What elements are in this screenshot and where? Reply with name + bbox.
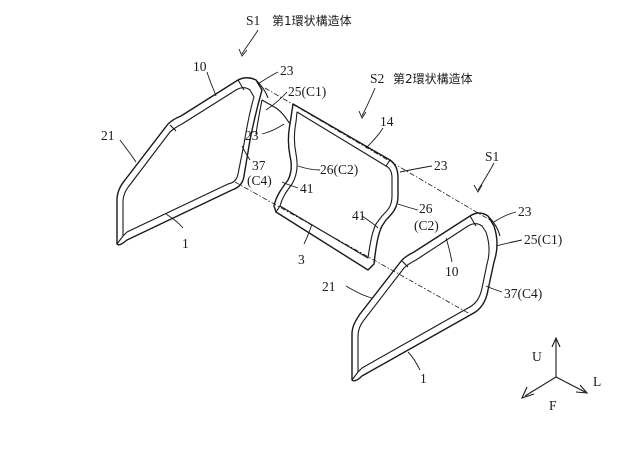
- label-c2-right: (C2): [414, 218, 439, 233]
- right-ring-inner: [357, 223, 490, 373]
- middle-ring-corner-cap: [385, 159, 391, 167]
- leader-23c: [399, 165, 433, 173]
- label-37-left: 37: [252, 158, 266, 173]
- middle-ring-left-corner: [255, 99, 291, 135]
- leader-14: [365, 127, 384, 149]
- left-ring-joint: [169, 124, 177, 132]
- leader-s1-right: [477, 162, 495, 191]
- label-23-right: 23: [518, 204, 532, 219]
- label-10-left: 10: [193, 59, 207, 74]
- leader-21a: [119, 139, 137, 163]
- right-ring-outer: [351, 212, 498, 382]
- leader-lines: [119, 71, 523, 371]
- leader-41a: [281, 181, 299, 189]
- leader-26b: [397, 203, 419, 211]
- label-21-left: 21: [101, 128, 115, 143]
- label-23-middle-left: 23: [245, 128, 259, 143]
- left-ring-structure: [116, 77, 269, 246]
- arrowhead-s2: [358, 110, 367, 119]
- label-23-middle-right: 23: [434, 158, 448, 173]
- label-41-right: 41: [352, 208, 366, 223]
- left-ring-top-cap: [237, 79, 245, 91]
- middle-ring-left-cap: [275, 205, 281, 213]
- label-21-right: 21: [322, 279, 336, 294]
- leader-10b: [445, 237, 453, 263]
- arrowhead-s1-right: [473, 184, 483, 193]
- leader-26a: [297, 165, 321, 171]
- left-ring-bottom-cap: [116, 235, 124, 245]
- middle-ring-structure: [255, 99, 399, 271]
- right-ring-joint: [401, 260, 409, 268]
- leader-25b: [495, 239, 523, 247]
- label-25-c1-left: 25(C1): [288, 84, 326, 99]
- caption-s2-name: 第2環状構造体: [393, 72, 473, 86]
- axis-left-label: L: [593, 374, 601, 389]
- caption-s2-code: S2: [370, 71, 384, 86]
- leader-s1-top: [241, 29, 259, 55]
- axis-front-line: [524, 376, 557, 397]
- leader-37a: [241, 145, 251, 161]
- leader-s2: [361, 87, 376, 117]
- label-25-c1-right: 25(C1): [524, 232, 562, 247]
- label-37-c4-right: 37(C4): [504, 286, 542, 301]
- leader-3: [303, 223, 313, 245]
- leader-1a: [165, 213, 184, 229]
- axis-left-arrowhead: [575, 384, 589, 394]
- label-c4-left: (C4): [247, 173, 272, 188]
- middle-ring-bottom-cap: [367, 263, 375, 271]
- label-1-right: 1: [420, 371, 427, 386]
- axis-front-label: F: [549, 398, 557, 413]
- label-26-right: 26: [419, 201, 433, 216]
- label-23-left-top: 23: [280, 63, 294, 78]
- right-ring-corner-23: [487, 215, 501, 237]
- label-s1-right: S1: [485, 149, 499, 164]
- right-ring-structure: [351, 212, 501, 382]
- caption-s1-code: S1: [246, 13, 260, 28]
- axis-front-arrowhead: [520, 386, 535, 399]
- leader-21b: [345, 285, 373, 299]
- label-1-left: 1: [182, 236, 189, 251]
- label-3: 3: [298, 252, 305, 267]
- left-ring-corner-23: [255, 79, 269, 99]
- label-14: 14: [380, 114, 394, 129]
- leader-23b: [261, 123, 285, 135]
- leader-23d: [493, 211, 517, 223]
- label-41-left: 41: [300, 181, 314, 196]
- leader-1b: [407, 351, 421, 371]
- right-ring-top-cap: [469, 215, 477, 227]
- arrowhead-s1-top: [238, 48, 248, 57]
- axis-up-label: U: [532, 349, 542, 364]
- leader-25a: [265, 91, 288, 111]
- caption-s1-name: 第1環状構造体: [272, 14, 352, 28]
- middle-ring-inner: [279, 111, 393, 259]
- leader-23a: [257, 71, 279, 85]
- leader-37b: [485, 285, 503, 293]
- right-ring-bottom-cap: [351, 371, 359, 381]
- label-26-c2-left: 26(C2): [320, 162, 358, 177]
- direction-axes: U L F: [520, 336, 601, 413]
- leader-41b: [361, 215, 379, 229]
- leader-10a: [206, 71, 217, 97]
- left-ring-inner: [122, 87, 255, 237]
- label-10-right: 10: [445, 264, 459, 279]
- axis-up-arrowhead: [551, 336, 561, 348]
- axis-left-line: [555, 376, 586, 393]
